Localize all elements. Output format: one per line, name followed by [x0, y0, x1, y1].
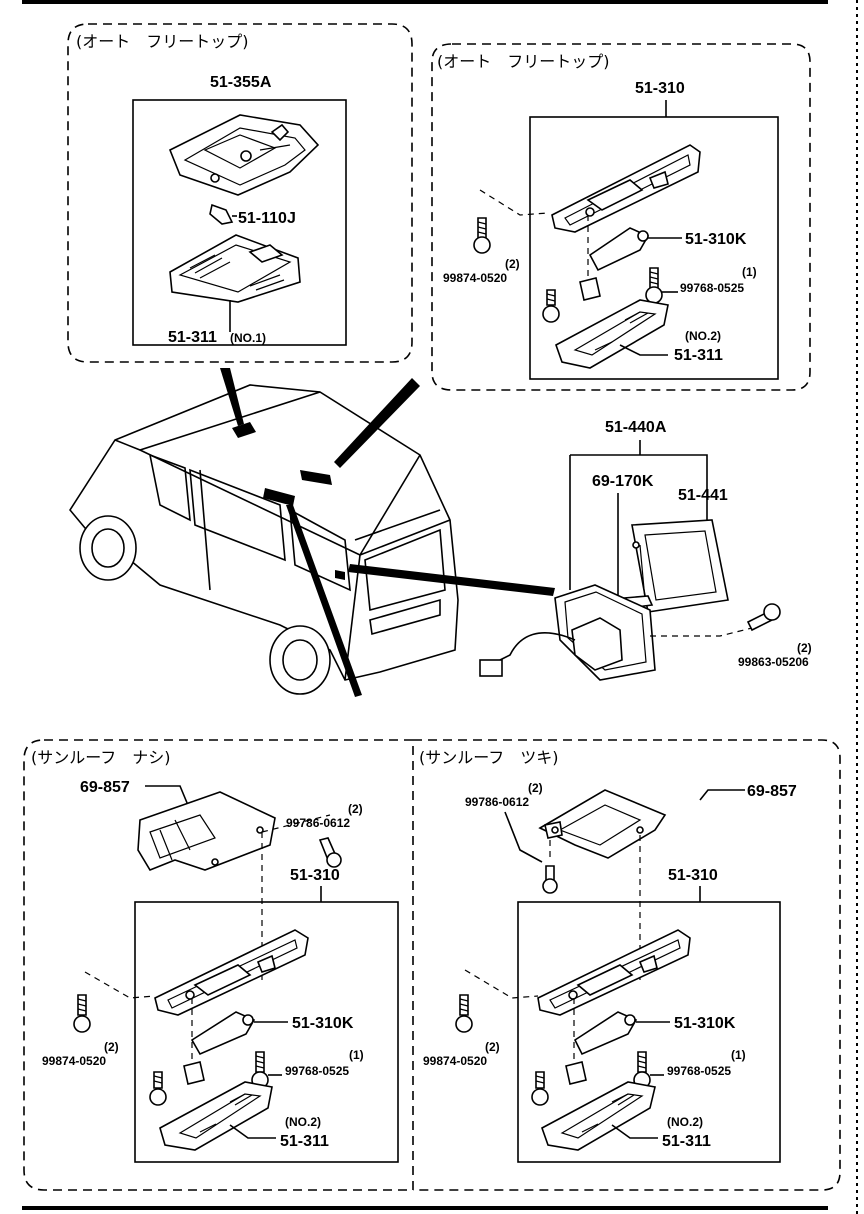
screw-b-label: 99768-0525 [285, 1064, 349, 1078]
panel-bottom-left-header: (サンルーフ ナシ) [31, 748, 171, 767]
lens-note: (NO.2) [667, 1115, 703, 1129]
panel-bottom-right-header: (サンルーフ ツキ) [419, 748, 559, 767]
lens-label: 51-311 [280, 1133, 329, 1150]
screw-icon [645, 267, 663, 304]
panel-top-right-header: (オート フリートップ) [437, 52, 610, 71]
screw-a-qty: (2) [104, 1040, 119, 1054]
console-housing-icon [154, 929, 309, 1016]
lens-note: (NO.2) [685, 329, 721, 343]
bulb-label: 69-170K [592, 473, 654, 490]
part-k-label: 51-310K [292, 1015, 354, 1032]
screw-a-qty: (2) [505, 257, 520, 271]
screw-icon [746, 603, 781, 632]
clip-icon [565, 1061, 587, 1085]
screw-b-qty: (1) [731, 1048, 746, 1062]
panel-bottom-right: (サンルーフ ツキ) (2) 99786-0612 69-857 51-310 [413, 739, 841, 1191]
clip-icon [579, 277, 601, 301]
leader-wedge [286, 505, 362, 697]
clip-icon [183, 1061, 205, 1085]
bulb-icon [190, 1011, 256, 1056]
screw-icon [73, 994, 91, 1033]
bracket-label: 69-857 [80, 779, 130, 796]
top-border [22, 0, 828, 4]
bracket-screw-label: 99786-0612 [465, 795, 529, 809]
bracket-icon [137, 791, 276, 871]
screw-a-label: 99874-0520 [443, 271, 507, 285]
screw-icon [455, 994, 473, 1033]
leader-wedge [334, 378, 420, 468]
lens-frame-icon [631, 519, 729, 613]
screw-b-qty: (1) [349, 1048, 364, 1062]
screw-icon [318, 837, 342, 868]
screw-icon [633, 1051, 651, 1089]
lens-label: 51-311 [662, 1133, 711, 1150]
screw-b-qty: (1) [742, 265, 757, 279]
lens-label: 51-311 [168, 329, 217, 346]
lens-icon [159, 1081, 273, 1151]
panel-bottom-left: (サンルーフ ナシ) 69-857 (2) 99786-0612 51-310 [23, 739, 414, 1191]
lens-icon [169, 234, 301, 303]
assy-label: 51-310 [635, 80, 685, 97]
assy-label: 51-440A [605, 419, 667, 436]
panel-top-right: (オート フリートップ) 51-310 51-310K (2) 99874-05… [431, 43, 811, 391]
lens-note: (NO.2) [285, 1115, 321, 1129]
lens-icon [555, 299, 669, 369]
panel-middle: 51-440A 69-170K 51-441 (2) [479, 419, 812, 681]
console-housing-icon [551, 144, 701, 233]
bracket-screw-qty: (2) [348, 802, 363, 816]
assy-label: 51-310 [290, 867, 340, 884]
lamp-housing-icon [479, 584, 656, 681]
lamp-housing-icon [168, 114, 320, 196]
screw-icon [149, 1071, 167, 1106]
screw-label: 99863-05206 [738, 655, 809, 669]
screw-a-label: 99874-0520 [423, 1054, 487, 1068]
panel-top-left-header: (オート フリートップ) [76, 32, 249, 51]
part-k-label: 51-310K [685, 231, 747, 248]
leader-wedge [348, 564, 555, 596]
screw-b-label: 99768-0525 [667, 1064, 731, 1078]
bulb-icon [573, 1011, 638, 1056]
screw-icon [473, 217, 491, 254]
bracket-screw-qty: (2) [528, 781, 543, 795]
bulb-icon [588, 227, 650, 272]
part-k-label: 51-310K [674, 1015, 736, 1032]
assy-label: 51-355A [210, 74, 272, 91]
leader-wedge [220, 368, 244, 426]
screw-b-label: 99768-0525 [680, 281, 744, 295]
van-icon [69, 384, 459, 695]
console-housing-icon [537, 929, 691, 1016]
lens-label: 51-311 [674, 347, 723, 364]
bracket-icon [538, 789, 667, 859]
bracket-screw-label: 99786-0612 [286, 816, 350, 830]
screw-qty: (2) [797, 641, 812, 655]
lens-icon [541, 1081, 656, 1151]
screw-icon [542, 865, 558, 894]
screw-icon [542, 289, 560, 323]
screw-a-qty: (2) [485, 1040, 500, 1054]
bottom-border [22, 1206, 828, 1210]
bulb-label: 51-110J [238, 210, 296, 227]
panel-top-left: (オート フリートップ) 51-355A 51-110J 51-311 (N [67, 23, 413, 363]
bracket-label: 69-857 [747, 783, 797, 800]
bulb-icon [209, 203, 237, 225]
assy-label: 51-310 [668, 867, 718, 884]
screw-icon [531, 1071, 549, 1106]
screw-icon [251, 1051, 269, 1089]
lens-note: (NO.1) [230, 331, 266, 345]
lens-label: 51-441 [678, 487, 728, 504]
screw-a-label: 99874-0520 [42, 1054, 106, 1068]
